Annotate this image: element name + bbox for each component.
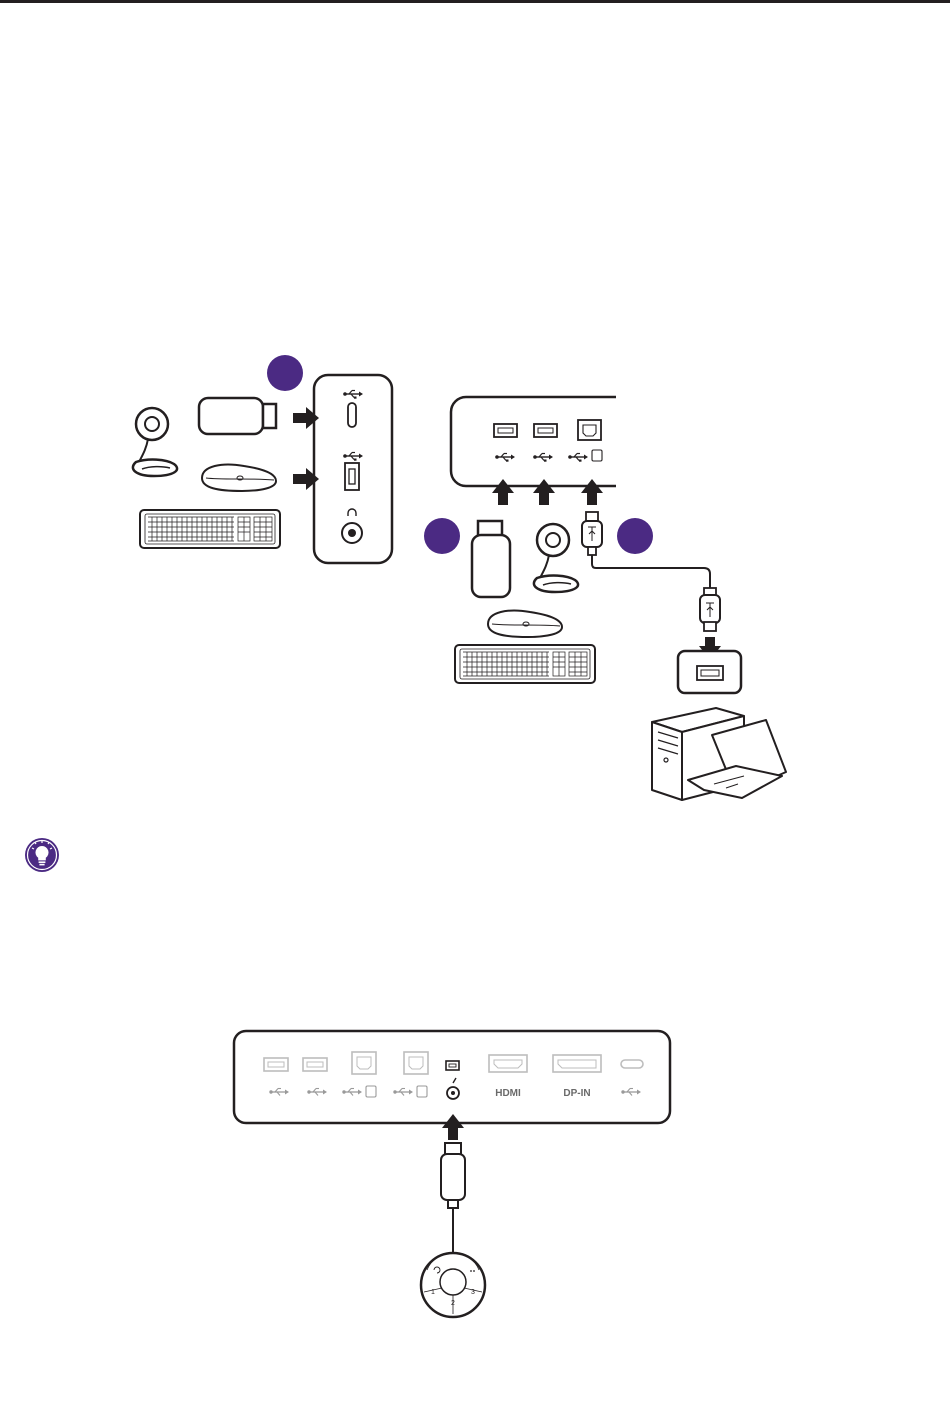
- mouse-device: [202, 465, 276, 492]
- dp-in-label: DP-IN: [563, 1088, 590, 1099]
- puck-key-1: 1: [431, 1289, 435, 1296]
- rear-panel-group: [424, 397, 786, 800]
- rear-io-panel: [451, 397, 616, 486]
- hdmi-logo-text: HDMI: [495, 1088, 521, 1099]
- bottom-panel-group: HDMI DP-IN 1 2 3: [234, 1031, 670, 1317]
- controller-cable: [441, 1143, 465, 1257]
- keyboard-device-2: [455, 645, 595, 683]
- lightbulb-icon: [24, 837, 60, 873]
- computer-illustration: [652, 708, 786, 800]
- step-marker-3: [617, 518, 653, 554]
- mouse-device-2: [488, 611, 562, 638]
- keyboard-device: [140, 510, 280, 548]
- step-marker-1: [267, 355, 303, 391]
- side-panel-group: [133, 355, 392, 563]
- usb-stick-vertical: [472, 521, 510, 597]
- webcam-device: [133, 408, 177, 476]
- usb-stick-device: [199, 398, 276, 434]
- puck-key-2: 2: [451, 1300, 455, 1307]
- puck-key-3: 3: [471, 1289, 475, 1296]
- bottom-io-panel: [234, 1031, 670, 1123]
- webcam-device-2: [534, 524, 578, 592]
- pc-usb-port-box: [678, 651, 741, 693]
- hotkey-puck-controller: 1 2 3: [421, 1252, 485, 1317]
- step-marker-2: [424, 518, 460, 554]
